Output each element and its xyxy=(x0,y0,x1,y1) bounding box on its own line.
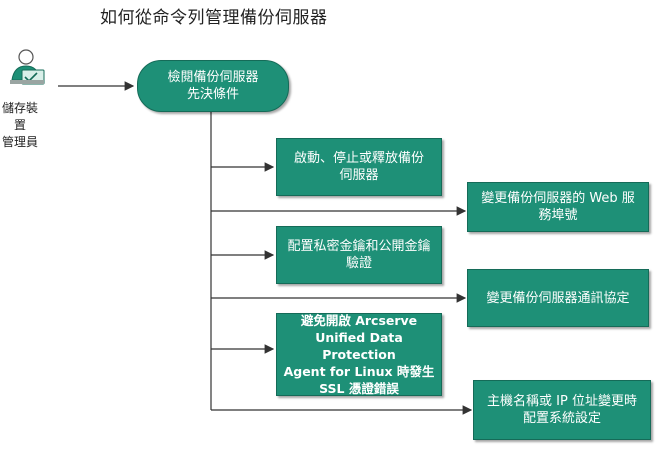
step-5-line3: Agent for Linux 時發生 xyxy=(283,364,435,379)
actor-label-line2: 管理員 xyxy=(1,135,38,149)
step-1-line1: 啟動、停止或釋放備份 xyxy=(293,151,424,166)
step-4-line1: 變更備份伺服器通訊協定 xyxy=(486,290,630,306)
step-5-line2: Unified Data Protection xyxy=(315,330,403,362)
diagram-title: 如何從命令列管理備份伺服器 xyxy=(100,8,328,28)
step-host-ip-change: 主機名稱或 IP 位址變更時 配置系統設定 xyxy=(473,380,651,440)
step-5-line1: 避免開啟 Arcserve xyxy=(300,313,418,328)
storage-admin-icon xyxy=(8,48,54,102)
actor-label-line1: 儲存裝置 xyxy=(1,101,38,132)
start-line1: 檢閱備份伺服器 xyxy=(167,70,259,85)
step-2-line1: 變更備份伺服器的 Web 服 xyxy=(481,191,635,206)
step-5-line4: SSL 憑證錯誤 xyxy=(319,381,399,396)
step-6-line1: 主機名稱或 IP 位址變更時 xyxy=(487,394,637,409)
step-avoid-ssl-error: 避免開啟 Arcserve Unified Data Protection Ag… xyxy=(276,313,442,396)
step-change-web-port: 變更備份伺服器的 Web 服 務埠號 xyxy=(467,182,649,232)
start-node: 檢閱備份伺服器 先決條件 xyxy=(137,60,289,112)
step-start-stop-release: 啟動、停止或釋放備份 伺服器 xyxy=(276,138,442,196)
step-configure-keys: 配置私密金鑰和公開金鑰 驗證 xyxy=(276,226,442,284)
step-3-line2: 驗證 xyxy=(345,256,372,271)
step-2-line2: 務埠號 xyxy=(538,208,578,223)
step-6-line2: 配置系統設定 xyxy=(522,411,601,426)
start-line2: 先決條件 xyxy=(186,87,239,102)
step-change-protocol: 變更備份伺服器通訊協定 xyxy=(467,269,649,327)
actor-label: 儲存裝置 管理員 xyxy=(0,100,40,151)
step-1-line2: 伺服器 xyxy=(339,168,379,183)
step-3-line1: 配置私密金鑰和公開金鑰 xyxy=(287,239,431,254)
